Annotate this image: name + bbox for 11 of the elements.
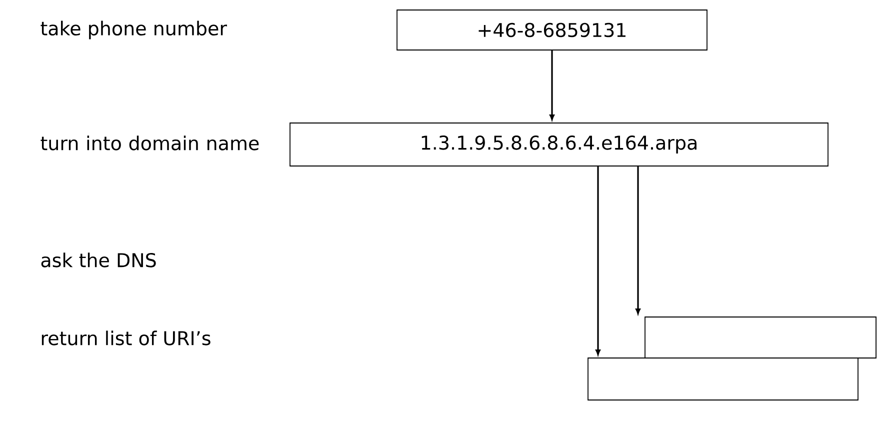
step-label: turn into domain name xyxy=(40,136,259,150)
arrow xyxy=(636,166,640,314)
arrow xyxy=(596,166,600,356)
step-label: ask the DNS xyxy=(41,252,156,268)
empty-box xyxy=(644,316,876,358)
step-label: take phone number xyxy=(40,20,228,40)
empty-box xyxy=(588,358,858,400)
text-box: 1.3.1.9.5.8.6.8.6.4.e164.arpa xyxy=(290,122,828,166)
step-label: return list of URI’s xyxy=(42,330,210,346)
arrow xyxy=(550,50,554,120)
text-box: +46-8-6859131 xyxy=(396,10,708,50)
